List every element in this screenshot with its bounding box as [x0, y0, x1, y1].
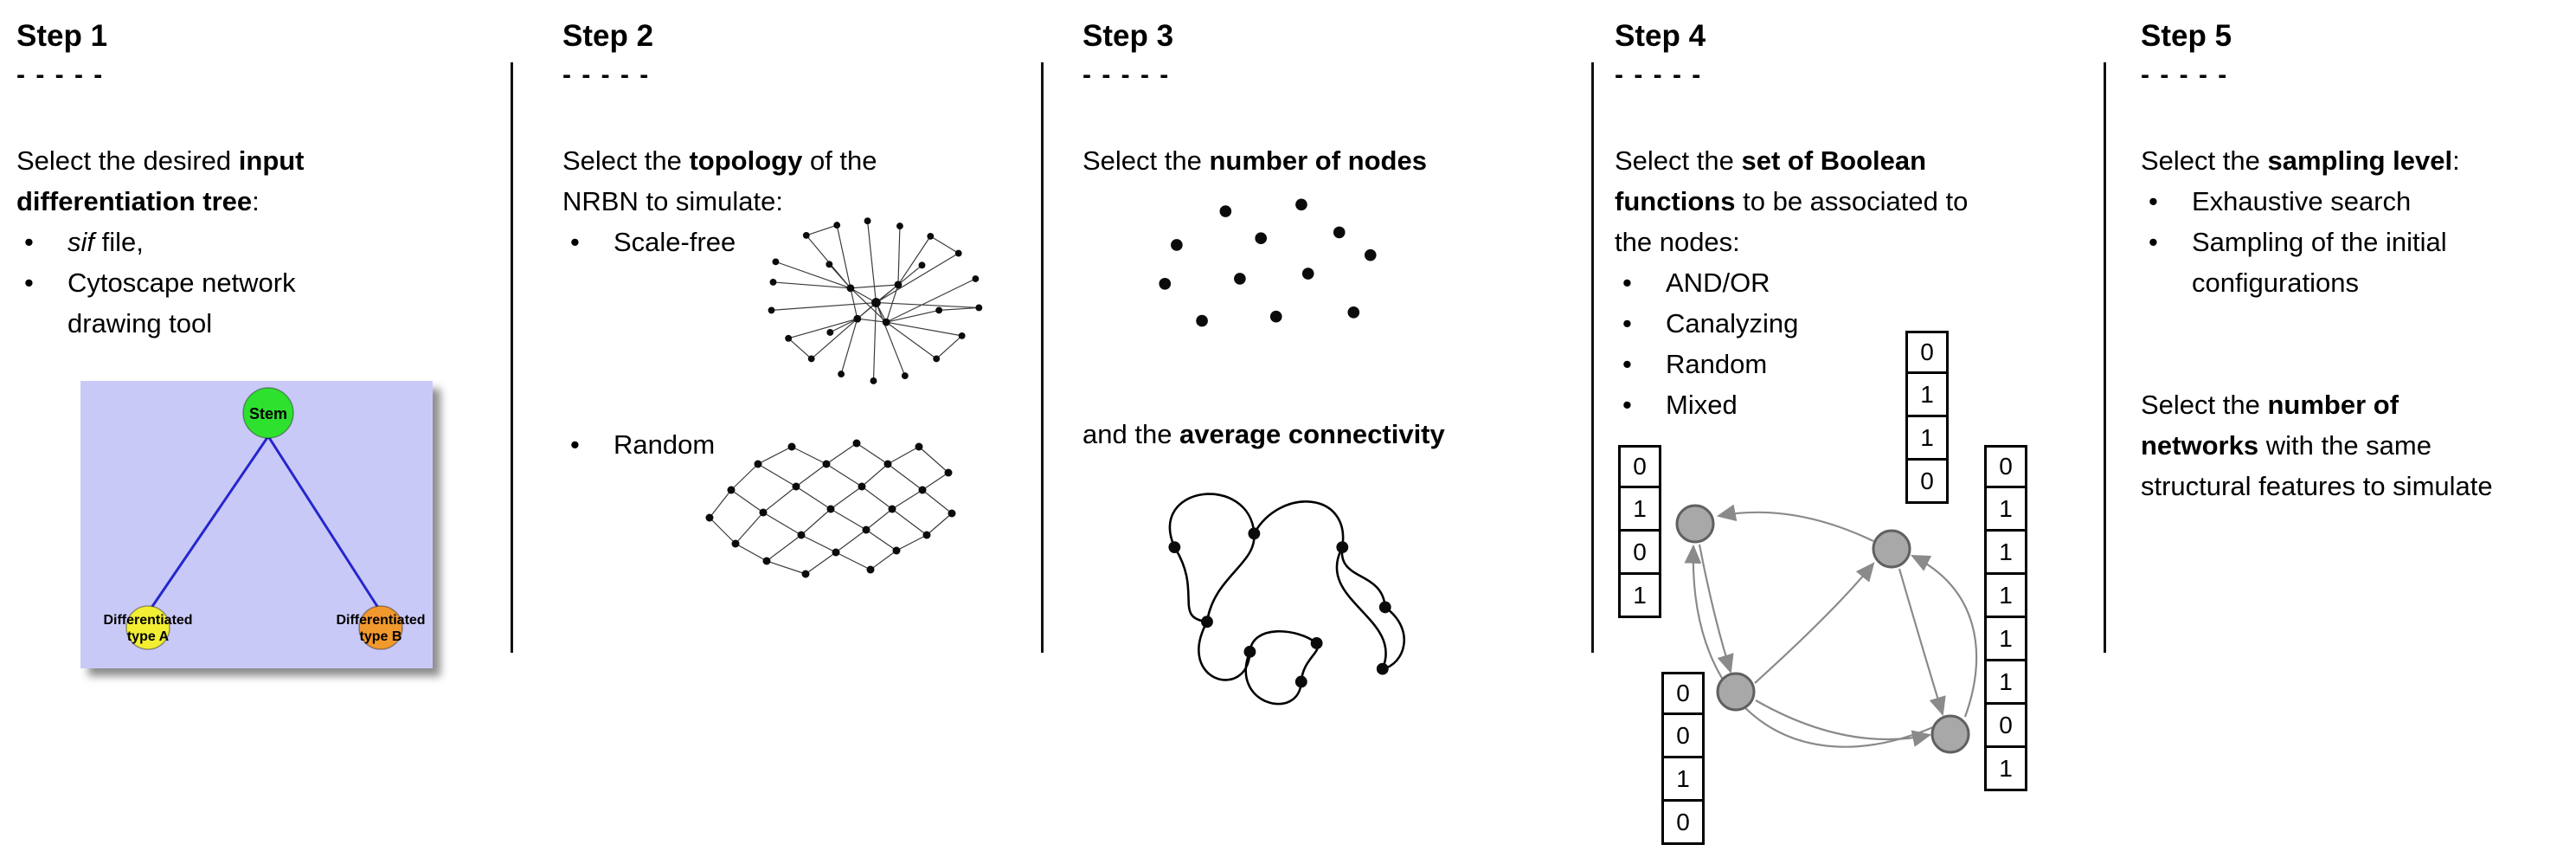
- list-item: • Mixed: [1615, 384, 2095, 425]
- scale-free-network-figure: [748, 212, 995, 397]
- step5-instruction-networks: Select the number of networks with the s…: [2141, 390, 2493, 501]
- list-item-label: sif file,: [67, 227, 144, 257]
- step4-title: Step 4: [1615, 19, 1706, 53]
- step3-dashes: - - - - -: [1082, 61, 1171, 89]
- tree-edges: [150, 435, 380, 609]
- connectivity-network-figure: [1121, 470, 1447, 726]
- bullet-icon: •: [24, 268, 34, 298]
- gene-node: [1675, 504, 1715, 544]
- bullet-icon: •: [570, 429, 580, 460]
- step4-list: • AND/OR • Canalyzing • Random • Mixed: [1615, 262, 2095, 425]
- type-a-label-line2: type A: [127, 629, 170, 644]
- step3-title: Step 3: [1082, 19, 1174, 53]
- stem-label: Stem: [249, 405, 287, 422]
- step1-dashes: - - - - -: [16, 61, 105, 89]
- gene-node: [1872, 529, 1911, 569]
- bullet-icon: •: [1622, 349, 1632, 379]
- differentiated-type-a-node: [125, 605, 170, 650]
- list-item: • Scale-free: [562, 222, 1034, 262]
- column-divider: [511, 62, 513, 653]
- list-item-label: Exhaustive search: [2192, 186, 2412, 216]
- random-nodes: [705, 439, 956, 578]
- list-item: • Sampling of the initial configurations: [2141, 222, 2573, 303]
- scale-free-edges: [771, 221, 980, 381]
- random-edges: [709, 442, 953, 575]
- bullet-icon: •: [24, 227, 34, 257]
- column-divider: [1041, 62, 1044, 653]
- step5-list: • Exhaustive search • Sampling of the in…: [2141, 181, 2573, 303]
- nodes-dots-figure: [1141, 188, 1394, 396]
- differentiation-tree-figure: Stem Differentiated type A Differentiate…: [80, 381, 433, 668]
- column-divider: [2104, 62, 2106, 653]
- column-step-1: Step 1 - - - - - Select the desired inpu…: [16, 0, 501, 851]
- bullet-icon: •: [570, 227, 580, 257]
- list-item-label: Cytoscape network drawing tool: [67, 268, 296, 338]
- step3-instruction-nodes: Select the number of nodes: [1082, 145, 1427, 176]
- step2-instruction: Select the topology of the NRBN to simul…: [562, 145, 877, 216]
- step1-list: • sif file, • Cytoscape network drawing …: [16, 222, 501, 344]
- column-step-3: Step 3 - - - - - Select the number of no…: [1082, 0, 1584, 851]
- list-item-label: AND/OR: [1666, 268, 1770, 298]
- list-item-label: Sampling of the initial configurations: [2192, 227, 2447, 298]
- step1-instruction: Select the desired input differentiation…: [16, 145, 305, 216]
- step2-title: Step 2: [562, 19, 654, 53]
- list-item: • Exhaustive search: [2141, 181, 2573, 222]
- bullet-icon: •: [1622, 268, 1632, 298]
- differentiated-type-b-node: [358, 605, 403, 650]
- list-item-label: Random: [1666, 349, 1768, 379]
- type-b-label-line2: type B: [360, 629, 402, 644]
- boolean-network-nodes: [1675, 504, 1970, 754]
- list-item: • Cytoscape network drawing tool: [16, 262, 501, 344]
- step2-dashes: - - - - -: [562, 61, 651, 89]
- step1-title: Step 1: [16, 19, 108, 53]
- step5-dashes: - - - - -: [2141, 61, 2229, 89]
- list-item: • AND/OR: [1615, 262, 2095, 303]
- gene-node: [1930, 714, 1970, 754]
- connectivity-curves: [1168, 493, 1405, 706]
- scale-free-nodes: [768, 217, 983, 384]
- bullet-icon: •: [2149, 227, 2158, 257]
- list-item: • Random: [562, 424, 715, 465]
- type-a-label-line1: Differentiated: [103, 613, 192, 628]
- list-item-label: Canalyzing: [1666, 308, 1799, 338]
- connectivity-nodes: [1168, 527, 1391, 688]
- step4-dashes: - - - - -: [1615, 61, 1703, 89]
- step3-instruction-connectivity: and the average connectivity: [1082, 419, 1445, 449]
- boolean-network-edges: [1684, 504, 1978, 748]
- list-item-label: Random: [613, 429, 716, 460]
- column-step-4: Step 4 - - - - - Select the set of Boole…: [1615, 0, 2095, 851]
- step5-title: Step 5: [2141, 19, 2232, 53]
- bullet-icon: •: [1622, 390, 1632, 420]
- gene-node: [1716, 672, 1756, 712]
- dots: [1159, 198, 1377, 327]
- column-step-5: Step 5 - - - - - Select the sampling lev…: [2141, 0, 2573, 851]
- bullet-icon: •: [1622, 308, 1632, 338]
- stem-node: [242, 387, 294, 439]
- list-item: • Canalyzing: [1615, 303, 2095, 344]
- step4-instruction: Select the set of Boolean functions to b…: [1615, 145, 1969, 257]
- list-item: • Random: [1615, 344, 2095, 384]
- column-step-2: Step 2 - - - - - Select the topology of …: [562, 0, 1034, 851]
- random-network-figure: [692, 414, 969, 591]
- column-divider: [1591, 62, 1594, 653]
- step5-instruction-sampling: Select the sampling level:: [2141, 145, 2460, 176]
- list-item-label: Scale-free: [613, 227, 736, 257]
- type-b-label-line1: Differentiated: [336, 613, 425, 628]
- list-item: • sif file,: [16, 222, 501, 262]
- list-item-label: Mixed: [1666, 390, 1738, 420]
- bullet-icon: •: [2149, 186, 2158, 216]
